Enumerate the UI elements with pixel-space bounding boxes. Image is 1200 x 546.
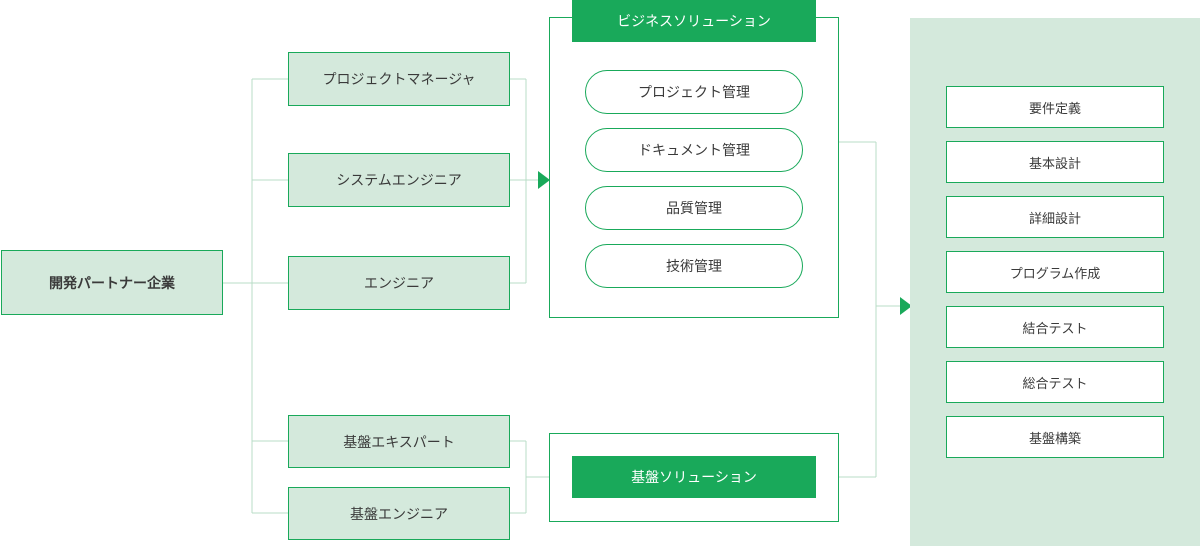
arrow-to-phases-icon bbox=[900, 297, 912, 315]
arrow-to-business-icon bbox=[538, 171, 550, 189]
root-label: 開発パートナー企業 bbox=[49, 275, 175, 292]
phase-requirements: 要件定義 bbox=[946, 86, 1164, 128]
role-label: システムエンジニア bbox=[336, 173, 462, 189]
phase-integration-test: 結合テスト bbox=[946, 306, 1164, 348]
role-label: 基盤エキスパート bbox=[343, 434, 455, 451]
role-project-manager: プロジェクトマネージャ bbox=[288, 52, 510, 106]
business-item-document: ドキュメント管理 bbox=[585, 128, 803, 172]
infra-title-text: 基盤ソリューション bbox=[631, 470, 757, 486]
business-item-label: 品質管理 bbox=[666, 201, 722, 217]
phase-label: 要件定義 bbox=[1028, 101, 1081, 117]
phase-system-test: 総合テスト bbox=[946, 361, 1164, 403]
business-item-quality: 品質管理 bbox=[585, 186, 803, 230]
phase-infra-build: 基盤構築 bbox=[946, 416, 1164, 458]
business-item-label: 技術管理 bbox=[666, 259, 722, 275]
business-item-tech: 技術管理 bbox=[585, 244, 803, 288]
phase-basic-design: 基本設計 bbox=[946, 141, 1164, 183]
role-engineer: エンジニア bbox=[288, 256, 510, 310]
business-item-project: プロジェクト管理 bbox=[585, 70, 803, 114]
role-label: エンジニア bbox=[364, 276, 434, 292]
phase-label: プログラム作成 bbox=[1009, 266, 1101, 282]
business-solution-title: ビジネスソリューション bbox=[572, 0, 816, 42]
role-infra-engineer: 基盤エンジニア bbox=[288, 487, 510, 540]
phase-label: 詳細設計 bbox=[1028, 211, 1081, 227]
phase-label: 結合テスト bbox=[1022, 321, 1088, 337]
phase-programming: プログラム作成 bbox=[946, 251, 1164, 293]
phase-detail-design: 詳細設計 bbox=[946, 196, 1164, 238]
role-label: プロジェクトマネージャ bbox=[322, 72, 476, 88]
infra-solution-title: 基盤ソリューション bbox=[572, 456, 816, 498]
business-title-text: ビジネスソリューション bbox=[617, 14, 771, 30]
phase-label: 基本設計 bbox=[1028, 156, 1081, 172]
role-infra-expert: 基盤エキスパート bbox=[288, 415, 510, 468]
role-system-engineer: システムエンジニア bbox=[288, 153, 510, 207]
role-label: 基盤エンジニア bbox=[350, 506, 448, 523]
root-node: 開発パートナー企業 bbox=[1, 250, 223, 315]
phase-label: 基盤構築 bbox=[1028, 431, 1081, 447]
phase-label: 総合テスト bbox=[1022, 376, 1088, 392]
business-item-label: プロジェクト管理 bbox=[638, 85, 750, 101]
business-item-label: ドキュメント管理 bbox=[638, 143, 750, 159]
